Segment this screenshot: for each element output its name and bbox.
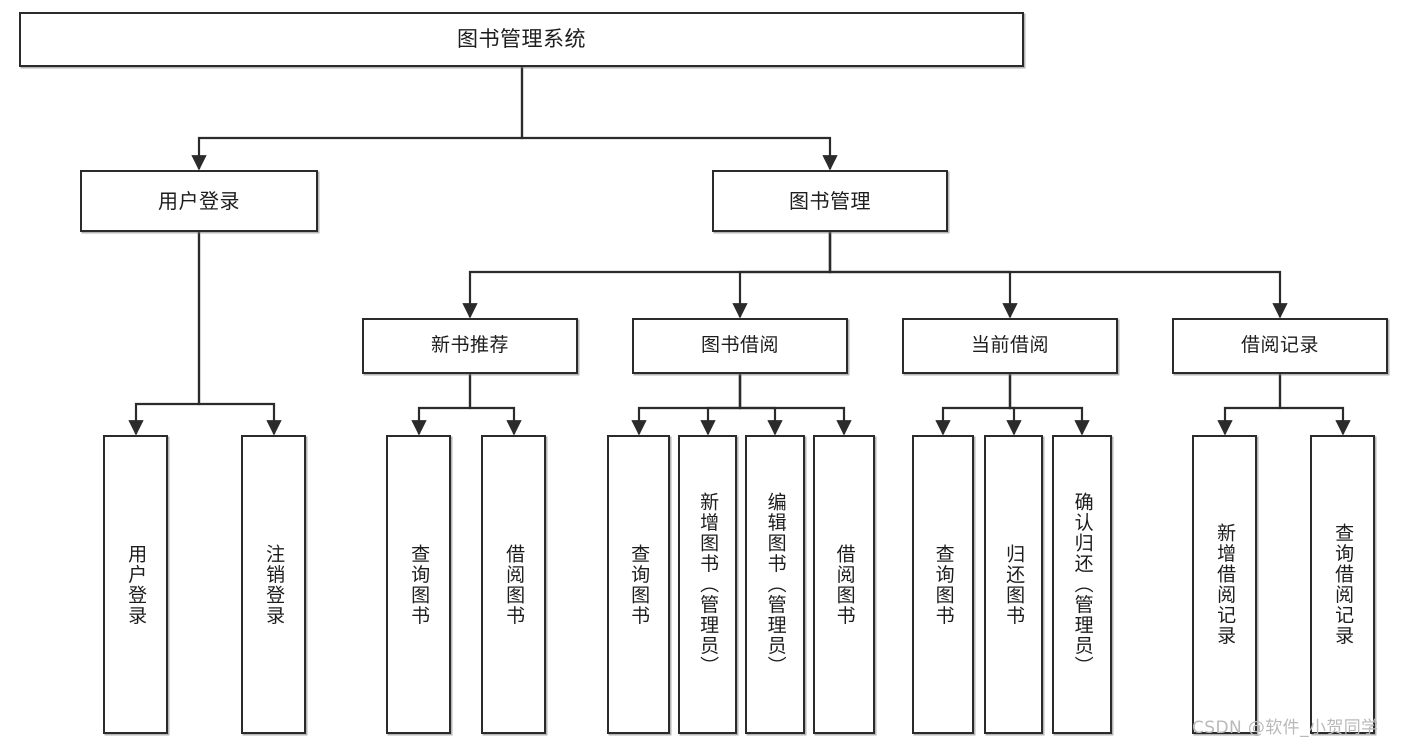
node-newbook[interactable]: 新书推荐 [362,318,578,374]
edge-borrow-to-leaf-5 [631,374,742,436]
edge-records-to-leaf-12 [1217,374,1282,436]
node-leaf-8[interactable]: 借阅图书 [813,435,875,734]
edge-root-to-login [191,67,524,171]
edge-root-to-bookmgmt [520,67,838,171]
edge-newbook-to-leaf-4 [468,374,522,436]
node-label: 图书借阅 [700,334,779,357]
node-label: 归还图书 [1003,543,1026,626]
watermark-label: CSDN @软件_小贺同学 [1192,718,1379,738]
node-borrow[interactable]: 图书借阅 [632,318,848,374]
node-leaf-13[interactable]: 查询借阅记录 [1310,435,1375,734]
edge-current-to-leaf-9 [935,374,1012,436]
edge-bookmgmt-to-newbook [462,232,832,319]
node-label: 新增借阅记录 [1214,523,1237,646]
edge-login-to-leaf-2 [197,232,282,436]
edge-borrow-to-leaf-7 [738,374,783,436]
node-label: 查询图书 [628,543,651,626]
node-leaf-7[interactable]: 编辑图书（管理员） [745,435,805,734]
node-login[interactable]: 用户登录 [80,170,318,232]
edge-bookmgmt-to-borrow [732,232,832,319]
node-bookmgmt[interactable]: 图书管理 [712,170,948,232]
node-label: 当前借阅 [970,334,1049,357]
node-label: 确认归还（管理员） [1071,492,1094,677]
node-leaf-1[interactable]: 用户登录 [103,435,168,734]
edge-newbook-to-leaf-3 [411,374,472,436]
node-leaf-6[interactable]: 新增图书（管理员） [678,435,737,734]
node-label: 用户登录 [125,543,148,626]
node-leaf-10[interactable]: 归还图书 [984,435,1043,734]
node-leaf-2[interactable]: 注销登录 [241,435,306,734]
edge-current-to-leaf-10 [1006,374,1022,436]
node-leaf-5[interactable]: 查询图书 [607,435,670,734]
node-label: 图书管理系统 [457,26,586,51]
edge-borrow-to-leaf-6 [700,374,742,436]
node-records[interactable]: 借阅记录 [1172,318,1388,374]
node-root[interactable]: 图书管理系统 [19,12,1024,67]
connector-paths [128,67,1351,436]
node-label: 新书推荐 [430,334,509,357]
edge-bookmgmt-to-current [828,232,1018,319]
node-leaf-11[interactable]: 确认归还（管理员） [1052,435,1112,734]
edge-records-to-leaf-13 [1278,374,1351,436]
node-leaf-3[interactable]: 查询图书 [386,435,451,734]
node-label: 编辑图书（管理员） [764,492,787,677]
node-label: 查询图书 [408,543,431,626]
node-label: 查询图书 [932,543,955,626]
node-leaf-12[interactable]: 新增借阅记录 [1192,435,1257,734]
edge-borrow-to-leaf-8 [738,374,852,436]
node-label: 新增图书（管理员） [697,492,720,677]
node-label: 借阅记录 [1240,334,1319,357]
node-leaf-9[interactable]: 查询图书 [912,435,974,734]
edge-login-to-leaf-1 [128,232,201,436]
node-label: 查询借阅记录 [1332,523,1355,646]
node-leaf-4[interactable]: 借阅图书 [481,435,546,734]
node-current[interactable]: 当前借阅 [902,318,1118,374]
node-label: 图书管理 [789,188,871,213]
edge-bookmgmt-to-records [828,232,1288,319]
edge-current-to-leaf-11 [1008,374,1090,436]
node-label: 用户登录 [158,188,240,213]
node-label: 借阅图书 [833,543,856,626]
node-label: 借阅图书 [503,543,526,626]
node-label: 注销登录 [263,543,286,626]
